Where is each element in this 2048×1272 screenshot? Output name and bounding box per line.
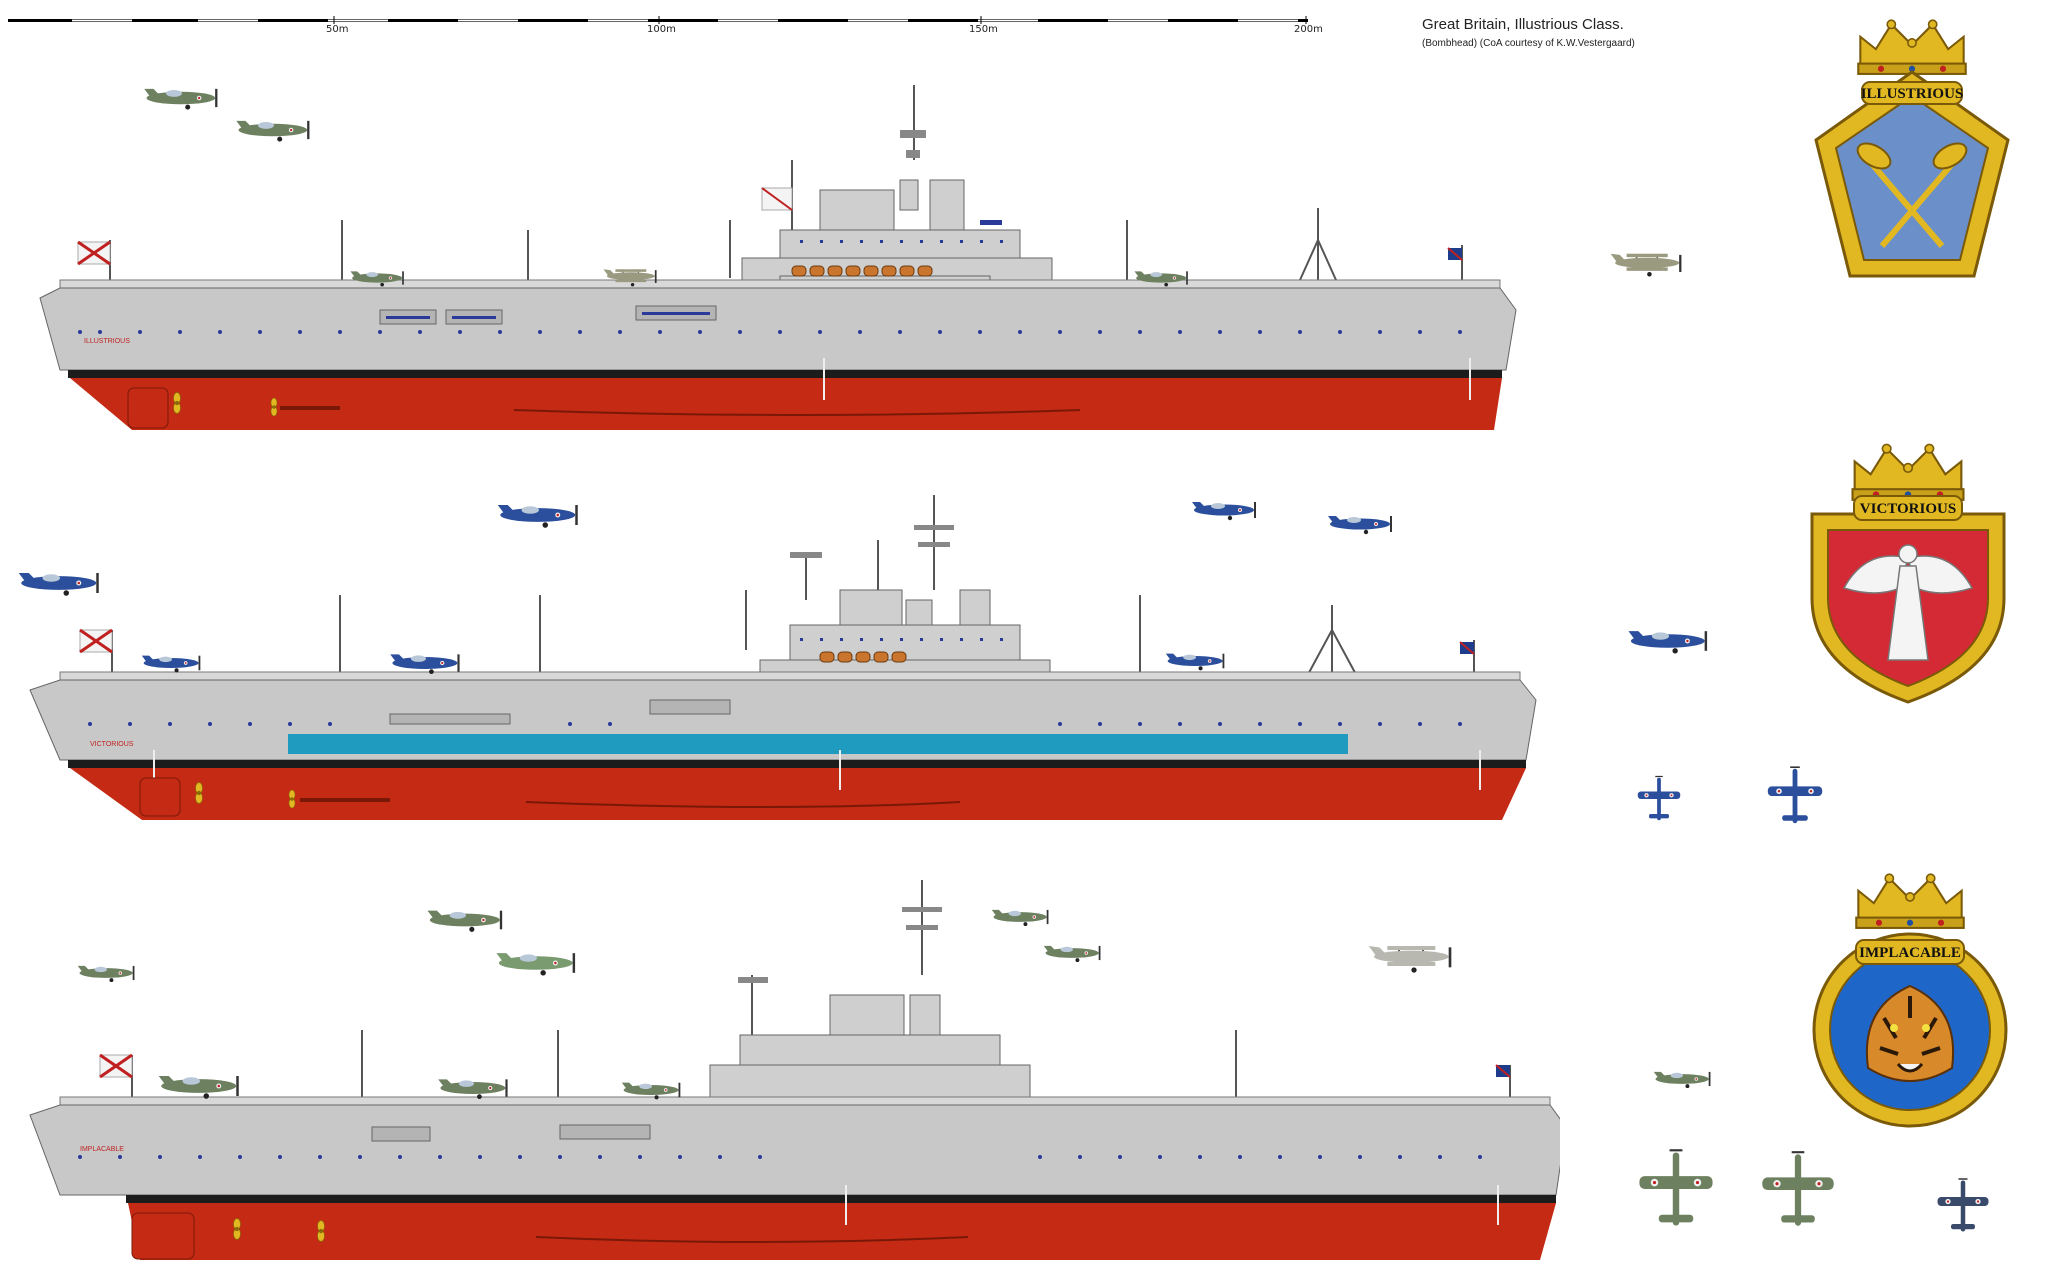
aircraft-top-view-1 bbox=[1637, 775, 1681, 821]
crest-name-victorious: VICTORIOUS bbox=[1860, 501, 1956, 517]
scale-label-50m: 50m bbox=[326, 24, 349, 35]
aircraft-blue-4 bbox=[1328, 516, 1392, 535]
aircraft-top-view-2 bbox=[1767, 766, 1823, 824]
crest-illustrious-badge: ILLUSTRIOUS bbox=[1814, 19, 2010, 278]
hull-label-illustrious: ILLUSTRIOUS bbox=[84, 338, 130, 345]
aircraft-blue-5 bbox=[1628, 631, 1708, 654]
crossed-trumpets-emblem bbox=[1856, 142, 1968, 248]
scale-ruler bbox=[8, 16, 1308, 24]
aircraft-green-1 bbox=[144, 88, 218, 110]
crest-illustrious: ILLUSTRIOUS bbox=[1802, 14, 2022, 284]
aircraft-blue-3 bbox=[1192, 502, 1256, 521]
crest-victorious: VICTORIOUS bbox=[1796, 438, 2020, 708]
aircraft-green-8 bbox=[1653, 1071, 1711, 1089]
winged-victory-emblem bbox=[1842, 544, 1974, 661]
credit-line: (Bombhead) (CoA courtesy of K.W.Vesterga… bbox=[1422, 38, 1635, 49]
ship-victorious-drawing: VICTORIOUS bbox=[29, 495, 1537, 820]
crest-victorious-badge: VICTORIOUS bbox=[1810, 443, 2006, 704]
camouflage-stripe bbox=[288, 734, 1348, 754]
crest-name-illustrious: ILLUSTRIOUS bbox=[1861, 86, 1964, 102]
aircraft-top-view-3 bbox=[1639, 1149, 1713, 1226]
aircraft-blue-1 bbox=[497, 505, 578, 528]
aircraft-green-5 bbox=[77, 965, 135, 983]
aircraft-biplane-1 bbox=[1610, 253, 1682, 277]
ship-victorious: VICTORIOUS bbox=[0, 480, 1560, 840]
ensign-flag bbox=[77, 240, 111, 266]
aircraft-green-4 bbox=[496, 953, 576, 976]
page-title: Great Britain, Illustrious Class. bbox=[1422, 16, 1624, 33]
ship-implacable-drawing: IMPLACABLE bbox=[29, 880, 1567, 1260]
ship-implacable: IMPLACABLE bbox=[0, 865, 1567, 1267]
aircraft-top-view-4 bbox=[1762, 1151, 1834, 1226]
aircraft-blue-2 bbox=[18, 573, 99, 596]
aircraft-biplane-2 bbox=[1368, 946, 1452, 973]
ensign-flag bbox=[79, 628, 113, 654]
aircraft-green-7 bbox=[1043, 945, 1101, 963]
hull-label-implacable: IMPLACABLE bbox=[80, 1146, 124, 1153]
aircraft-top-view-5 bbox=[1937, 1178, 1989, 1232]
hull-label-victorious: VICTORIOUS bbox=[90, 741, 134, 748]
scale-bar: 50m 100m 150m 200m bbox=[0, 0, 1330, 40]
crest-implacable: IMPLACABLE bbox=[1800, 868, 2020, 1132]
ship-illustrious-drawing: ILLUSTRIOUS bbox=[39, 85, 1517, 430]
scale-label-100m: 100m bbox=[647, 24, 676, 35]
tiger-head-emblem bbox=[1866, 984, 1954, 1082]
hull-portholes bbox=[78, 330, 1462, 334]
aircraft-green-6 bbox=[991, 909, 1049, 927]
scale-label-200m: 200m bbox=[1294, 24, 1323, 35]
ensign-flag bbox=[99, 1053, 133, 1079]
crest-implacable-badge: IMPLACABLE bbox=[1812, 873, 2008, 1128]
aircraft-green-2 bbox=[236, 120, 310, 142]
aircraft-green-3 bbox=[427, 910, 503, 932]
scale-label-150m: 150m bbox=[969, 24, 998, 35]
crest-name-implacable: IMPLACABLE bbox=[1859, 945, 1961, 961]
ship-illustrious: ILLUSTRIOUS bbox=[0, 70, 1560, 430]
